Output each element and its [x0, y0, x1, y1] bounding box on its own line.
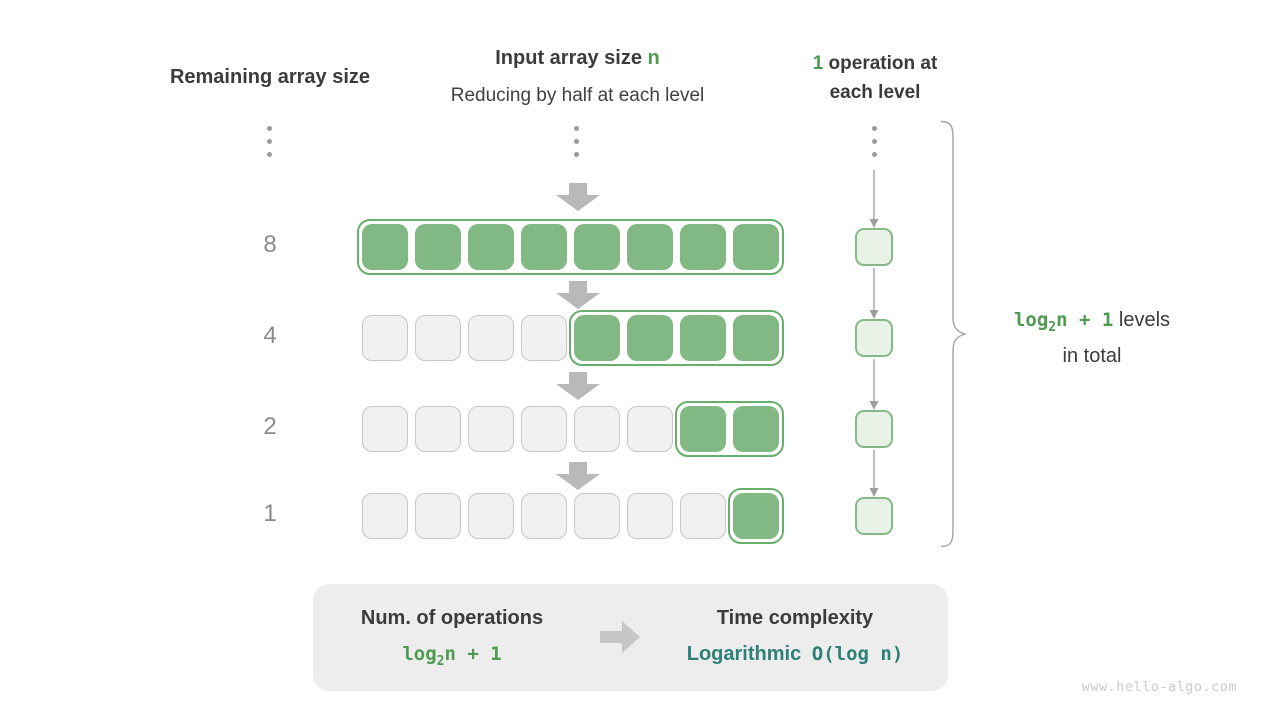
array-cell-active [680, 406, 726, 452]
num-operations-title: Num. of operations [360, 607, 544, 629]
levels-annotation: log2n + 1 levels in total [982, 306, 1202, 371]
complexity-big-o: O(log n) [811, 643, 904, 665]
header-reducing-by-half: Reducing by half at each level [450, 85, 705, 106]
array-row [362, 488, 784, 544]
array-cell-active [415, 224, 461, 270]
watermark: www.hello-algo.com [1081, 679, 1237, 695]
array-cell-discarded [521, 406, 567, 452]
row-size-label: 8 [263, 231, 277, 258]
array-cell-discarded [362, 493, 408, 539]
operation-square [855, 497, 893, 535]
levels-formula: log2n + 1 [1013, 309, 1114, 335]
row-size-label: 1 [263, 500, 277, 527]
halve-arrow-icon [556, 372, 600, 400]
array-cell-active [680, 224, 726, 270]
row-size-label: 2 [263, 413, 277, 440]
array-cell-discarded [415, 406, 461, 452]
array-cell-discarded [362, 315, 408, 361]
levels-text-line2: in total [1062, 344, 1122, 367]
array-cell-active [627, 315, 673, 361]
array-cell-active [733, 493, 779, 539]
array-cell-discarded [415, 493, 461, 539]
time-complexity-title: Time complexity [716, 607, 874, 629]
dot [574, 126, 579, 131]
ellipsis-center [574, 126, 579, 157]
array-row [362, 310, 784, 366]
array-cell-discarded [627, 493, 673, 539]
array-cell-active [733, 224, 779, 270]
array-cell-active [574, 224, 620, 270]
row-size-label: 4 [263, 322, 277, 349]
level-connector-arrow-icon [867, 170, 881, 228]
ellipsis-left [267, 126, 272, 157]
active-subarray-group [569, 310, 784, 366]
active-subarray-group [357, 219, 784, 275]
array-cell-discarded [680, 493, 726, 539]
array-cell-discarded [521, 493, 567, 539]
dot [267, 152, 272, 157]
dot [267, 139, 272, 144]
array-cell-discarded [415, 315, 461, 361]
array-cell-discarded [468, 406, 514, 452]
header-one-operation: 1 operation at each level [780, 49, 970, 107]
array-cell-discarded [574, 493, 620, 539]
levels-text: levels [1113, 309, 1171, 331]
complexity-name: Logarithmic [686, 643, 802, 665]
dot [872, 152, 877, 157]
header-input-array-size-n: n [647, 47, 660, 69]
level-connector-arrow-icon [867, 450, 881, 497]
num-operations-block: Num. of operations log2n + 1 [327, 606, 577, 674]
ellipsis-right [872, 126, 877, 157]
halve-arrow-icon [556, 183, 600, 211]
header-input-array-size: Input array size n [400, 44, 755, 72]
dot [574, 139, 579, 144]
dot [267, 126, 272, 131]
operation-square [855, 410, 893, 448]
array-row [362, 401, 784, 457]
operation-square [855, 228, 893, 266]
active-subarray-group [675, 401, 784, 457]
array-cell-discarded [574, 406, 620, 452]
header-remaining-array-size: Remaining array size [169, 66, 371, 88]
level-connector-arrow-icon [867, 268, 881, 319]
implies-arrow-icon [600, 621, 640, 653]
header-input-array-size-text: Input array size [495, 47, 648, 69]
operation-square [855, 319, 893, 357]
header-one-operation-line2: each level [829, 82, 921, 103]
array-cell-discarded [468, 493, 514, 539]
halve-arrow-icon [556, 281, 600, 309]
dot [574, 152, 579, 157]
level-connector-arrow-icon [867, 359, 881, 410]
array-cell-active [627, 224, 673, 270]
array-cell-active [362, 224, 408, 270]
header-one-operation-rest: operation at [823, 53, 938, 74]
array-cell-active [521, 224, 567, 270]
levels-brace [940, 120, 968, 548]
array-cell-active [733, 406, 779, 452]
header-one-operation-1: 1 [812, 53, 824, 74]
array-cell-discarded [468, 315, 514, 361]
time-complexity-block: Time complexity Logarithmic O(log n) [650, 606, 940, 667]
array-cell-discarded [362, 406, 408, 452]
array-cell-active [574, 315, 620, 361]
array-cell-active [468, 224, 514, 270]
array-row [357, 219, 784, 275]
num-operations-formula: log2n + 1 [402, 643, 502, 669]
array-cell-discarded [627, 406, 673, 452]
halve-arrow-icon [556, 462, 600, 490]
array-cell-discarded [521, 315, 567, 361]
array-cell-active [733, 315, 779, 361]
dot [872, 139, 877, 144]
dot [872, 126, 877, 131]
array-cell-active [680, 315, 726, 361]
active-subarray-group [728, 488, 784, 544]
